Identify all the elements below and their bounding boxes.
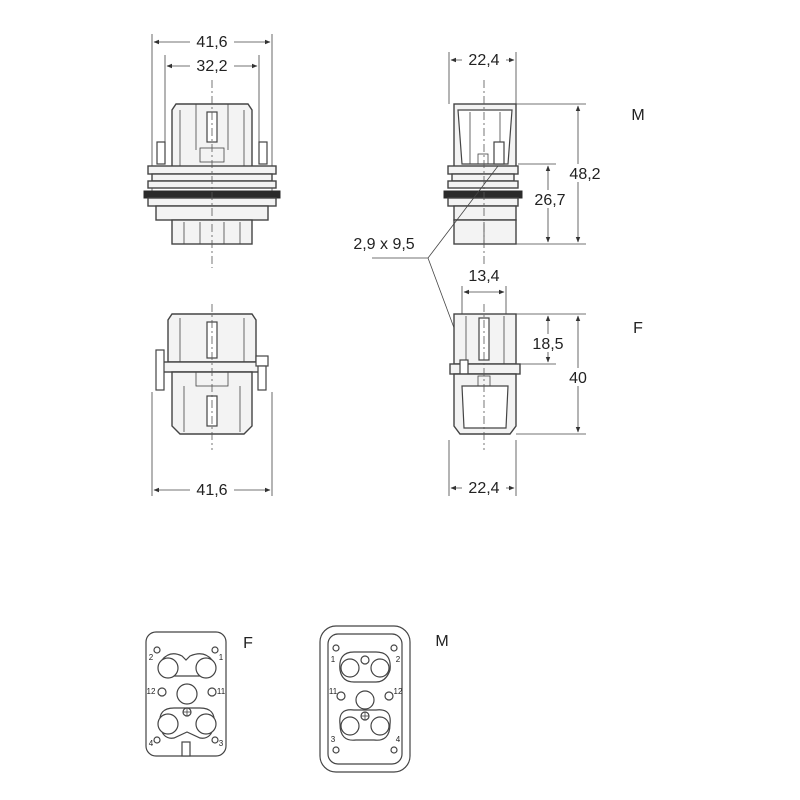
f-pin-11: 11 <box>217 687 226 696</box>
f-pin-3: 3 <box>219 739 224 748</box>
m-pin-1: 1 <box>331 655 336 664</box>
dim-m-total-height: 48,2 <box>569 166 600 183</box>
f-pin-12: 12 <box>147 687 156 696</box>
dim-side-bottom: 22,4 <box>468 480 499 497</box>
f-pin-4: 4 <box>149 739 154 748</box>
dim-f-bottom: 41,6 <box>196 482 227 499</box>
dim-f-upper-height: 18,5 <box>532 336 563 353</box>
female-contact-face: 2 1 12 11 4 3 F <box>145 631 253 757</box>
label-female-side: F <box>633 320 643 337</box>
male-front-view: 41,6 32,2 <box>143 32 281 268</box>
label-male-face: M <box>435 633 448 650</box>
dim-m-top-outer: 41,6 <box>196 34 227 51</box>
female-front-view: 41,6 <box>151 304 273 499</box>
dim-side-top: 22,4 <box>468 52 499 69</box>
m-pin-12: 12 <box>394 687 403 696</box>
m-pin-4: 4 <box>396 735 401 744</box>
f-pin-1: 1 <box>219 653 224 662</box>
m-pin-11: 11 <box>329 687 338 696</box>
f-pin-2: 2 <box>149 653 154 662</box>
male-contact-face: 1 2 11 12 3 4 M <box>319 625 449 773</box>
m-pin-2: 2 <box>396 655 401 664</box>
dim-f-pin-width: 13,4 <box>468 268 499 285</box>
m-pin-3: 3 <box>331 735 336 744</box>
label-male-side: M <box>631 107 644 124</box>
label-female-face: F <box>243 635 253 652</box>
dim-m-lower-height: 26,7 <box>534 192 565 209</box>
dim-m-top-inner: 32,2 <box>196 58 227 75</box>
dim-slot-size: 2,9 x 9,5 <box>353 236 414 253</box>
male-side-view: 22,4 48,2 26,7 M <box>443 50 645 264</box>
dim-f-total-height: 40 <box>569 370 587 387</box>
female-side-view: 13,4 18,5 40 22,4 F <box>448 266 643 497</box>
